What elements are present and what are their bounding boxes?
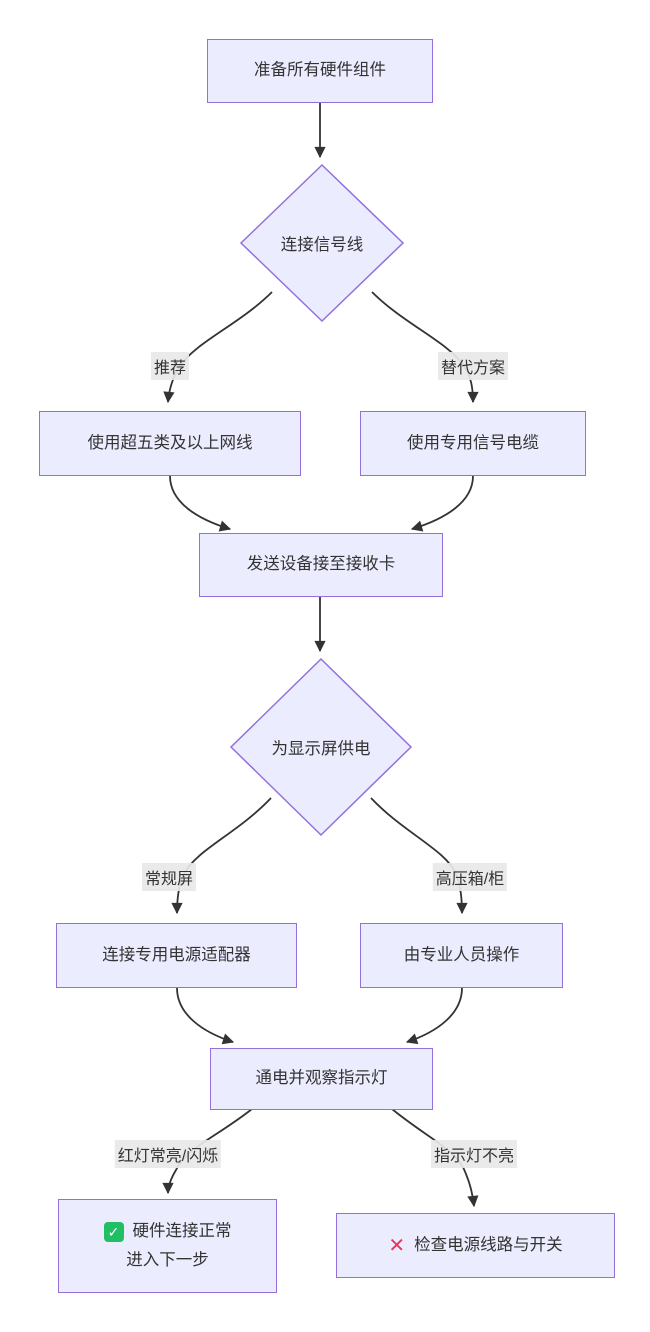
node-use-signal-cable: 使用专用信号电缆 (360, 411, 586, 476)
edge-label-red-light-on: 红灯常亮/闪烁 (114, 1140, 222, 1168)
node-hardware-ok-line1: ✓ 硬件连接正常 (103, 1221, 232, 1242)
node-prepare-hardware-label: 准备所有硬件组件 (254, 61, 386, 80)
node-use-cat5-cable-label: 使用超五类及以上网线 (87, 433, 253, 452)
node-hardware-ok: ✓ 硬件连接正常 进入下一步 (58, 1199, 277, 1293)
decision-power-screen-shape (229, 657, 413, 837)
edge-professional-to-indicator (405, 987, 463, 1045)
node-use-signal-cable-label: 使用专用信号电缆 (407, 433, 539, 452)
edge-connect-to-cat5 (163, 291, 273, 404)
edge-label-indicator-off: 指示灯不亮 (430, 1140, 518, 1168)
node-power-on-observe-label: 通电并观察指示灯 (255, 1069, 388, 1088)
node-hardware-ok-label: 硬件连接正常 (132, 1222, 232, 1241)
edge-adapter-to-indicator (176, 987, 235, 1045)
decision-power-screen-label: 为显示屏供电 (271, 740, 371, 758)
edge-indicator-to-check-power (391, 1108, 479, 1208)
decision-connect-signal-shape (239, 163, 405, 323)
node-use-cat5-cable: 使用超五类及以上网线 (39, 411, 301, 476)
edge-cable-to-receiver (410, 475, 474, 532)
node-check-power-lines-label: 检查电源线路与开关 (414, 1235, 563, 1254)
decision-connect-signal-label: 连接信号线 (280, 236, 364, 254)
node-professional-operation: 由专业人员操作 (360, 923, 563, 988)
edge-label-high-voltage-cabinet: 高压箱/柜 (432, 863, 508, 891)
node-hardware-ok-line2: 进入下一步 (126, 1250, 209, 1269)
edge-label-regular-screen: 常规屏 (141, 863, 197, 891)
node-check-power-lines: ✕ 检查电源线路与开关 (336, 1213, 615, 1278)
node-connect-power-adapter-label: 连接专用电源适配器 (102, 945, 251, 964)
node-power-on-observe: 通电并观察指示灯 (210, 1048, 433, 1110)
check-icon: ✓ (103, 1221, 124, 1242)
edge-cat5-to-receiver (169, 475, 232, 532)
edge-label-recommended: 推荐 (150, 352, 190, 380)
node-connect-power-adapter: 连接专用电源适配器 (56, 923, 297, 988)
node-prepare-hardware: 准备所有硬件组件 (207, 39, 433, 103)
node-professional-operation-label: 由专业人员操作 (403, 945, 520, 964)
edge-connect-to-dedicated-cable (371, 291, 479, 404)
node-sender-to-receiver-label: 发送设备接至接收卡 (246, 555, 396, 574)
edge-label-alternative: 替代方案 (437, 352, 509, 380)
edge-power-to-professional (370, 797, 468, 915)
node-sender-to-receiver: 发送设备接至接收卡 (199, 533, 443, 597)
edge-power-to-adapter (171, 797, 272, 915)
cross-icon: ✕ (388, 1234, 406, 1257)
